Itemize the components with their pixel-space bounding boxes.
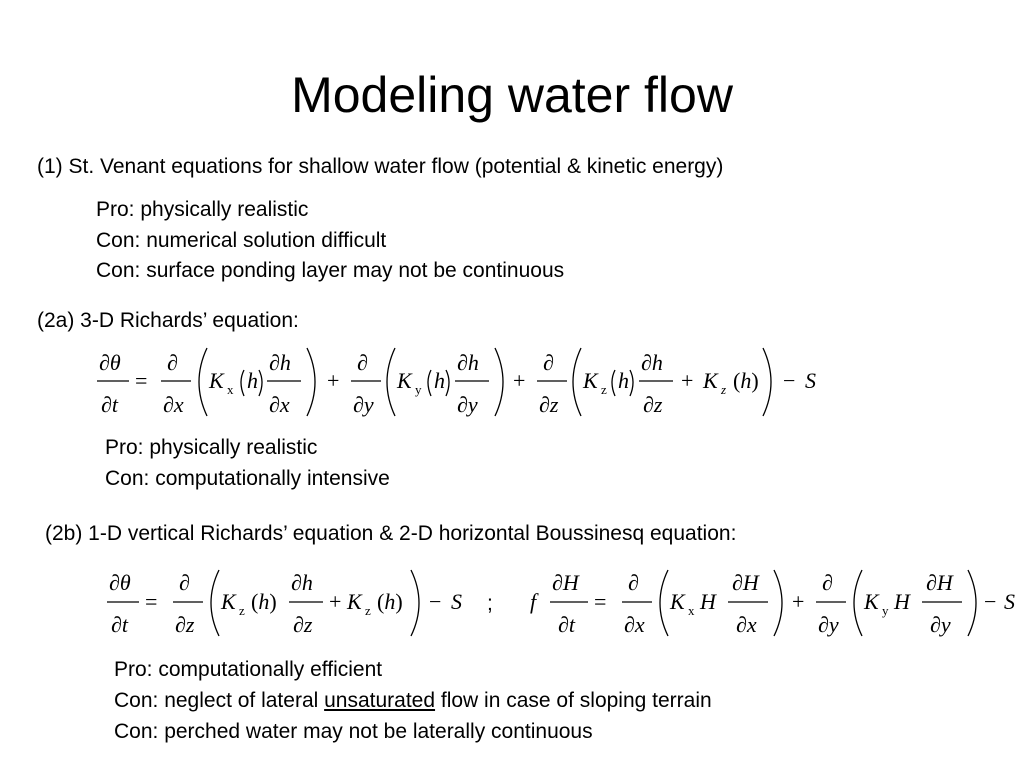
eq-term: z <box>720 382 726 397</box>
section1-con-2: Con: surface ponding layer may not be co… <box>96 259 565 282</box>
eq-term: ∂h <box>291 570 313 595</box>
eq-term: ∂y <box>353 392 374 417</box>
eq-term: x <box>688 603 695 618</box>
eq-term: ∂t <box>111 612 129 637</box>
eq-term: ∂ <box>179 570 190 595</box>
section2b-con-2: Con: perched water may not be laterally … <box>114 720 593 743</box>
section2b-con-1: Con: neglect of lateral unsaturated flow… <box>114 689 712 713</box>
eq-equals: = <box>135 368 147 393</box>
eq-plus: + <box>327 368 339 393</box>
section2b-heading: (2b) 1-D vertical Richards’ equation & 2… <box>45 522 737 545</box>
eq-term: ∂y <box>930 612 951 637</box>
eq-term: ∂x <box>269 392 290 417</box>
section1-con-1: Con: numerical solution difficult <box>96 229 387 252</box>
eq-term: x <box>227 382 234 397</box>
underlined-term: unsaturated <box>324 689 436 712</box>
eq-term: ∂ <box>628 570 639 595</box>
eq-term: h <box>247 368 258 393</box>
richards-1d-equation: ∂θ ∂t = ∂ ∂z K z (h) ∂h ∂z + K z (h) − S <box>107 569 462 637</box>
eq-equals: = <box>594 589 606 614</box>
eq-plus: + <box>681 368 693 393</box>
eq-term: K <box>208 368 225 393</box>
section1-heading: (1) St. Venant equations for shallow wat… <box>37 155 724 178</box>
boussinesq-2d-equation: f ∂H ∂t = ∂ ∂x K x H ∂H ∂x + ∂ ∂y K y H … <box>530 569 1015 637</box>
section2b-con-1-start: Con: neglect of lateral <box>114 689 325 712</box>
eq-term: S <box>451 589 462 614</box>
eq-term: ∂ <box>357 350 368 375</box>
eq-term: y <box>415 382 422 397</box>
richards-3d-equation: ∂θ ∂t = ∂ ∂x K x h ∂h ∂x + ∂ ∂y K y h ∂h… <box>97 347 816 417</box>
eq-term: ∂h <box>641 350 663 375</box>
eq-term: K <box>669 589 686 614</box>
section1-pro: Pro: physically realistic <box>96 198 309 221</box>
eq-minus: − <box>984 589 996 614</box>
section2b-con-1-end: flow in case of sloping terrain <box>435 689 712 712</box>
section2a-con: Con: computationally intensive <box>105 467 390 490</box>
equation-separator: ; <box>487 592 493 615</box>
eq-term: K <box>346 589 363 614</box>
eq-term: ∂z <box>539 392 559 417</box>
eq-term: S <box>805 368 816 393</box>
eq-term: (h) <box>251 589 277 614</box>
eq-term: ∂x <box>163 392 184 417</box>
eq-term: h <box>434 368 445 393</box>
eq-term: K <box>220 589 237 614</box>
eq-term: K <box>582 368 599 393</box>
eq-equals: = <box>145 589 157 614</box>
section2a-pro: Pro: physically realistic <box>105 436 318 459</box>
section2a-heading: (2a) 3-D Richards’ equation: <box>37 309 299 332</box>
eq-term: ∂h <box>457 350 479 375</box>
eq-plus: + <box>792 589 804 614</box>
page-title: Modeling water flow <box>291 67 733 123</box>
eq-term: z <box>601 382 607 397</box>
eq-term: ∂z <box>643 392 663 417</box>
eq-plus: + <box>513 368 525 393</box>
eq-term: ∂h <box>269 350 291 375</box>
eq-term: (h) <box>733 368 759 393</box>
eq-term: S <box>1004 589 1015 614</box>
eq-term: ∂z <box>293 612 313 637</box>
eq-term: K <box>863 589 880 614</box>
eq-term: ∂θ <box>99 350 121 375</box>
eq-term: z <box>365 603 371 618</box>
eq-term: ∂ <box>822 570 833 595</box>
eq-term: ∂H <box>732 570 760 595</box>
section2b-pro: Pro: computationally efficient <box>114 658 383 681</box>
eq-term: ∂t <box>558 612 576 637</box>
eq-term: ∂θ <box>109 570 131 595</box>
eq-term: K <box>702 368 719 393</box>
eq-term: (h) <box>377 589 403 614</box>
eq-term: ∂ <box>167 350 178 375</box>
eq-term: ∂t <box>101 392 119 417</box>
eq-minus: − <box>783 368 795 393</box>
eq-minus: − <box>429 589 441 614</box>
eq-term: ∂y <box>457 392 478 417</box>
eq-term: ∂x <box>624 612 645 637</box>
eq-term: ∂H <box>926 570 954 595</box>
eq-term: ∂z <box>175 612 195 637</box>
eq-term: h <box>618 368 629 393</box>
eq-term: H <box>699 589 717 614</box>
eq-term: y <box>882 603 889 618</box>
eq-term: H <box>893 589 911 614</box>
eq-term: ∂ <box>543 350 554 375</box>
eq-term: K <box>396 368 413 393</box>
eq-term: z <box>239 603 245 618</box>
eq-term: ∂y <box>818 612 839 637</box>
eq-plus: + <box>329 589 341 614</box>
eq-term: ∂x <box>736 612 757 637</box>
eq-term: ∂H <box>552 570 580 595</box>
eq-term: f <box>530 589 539 614</box>
